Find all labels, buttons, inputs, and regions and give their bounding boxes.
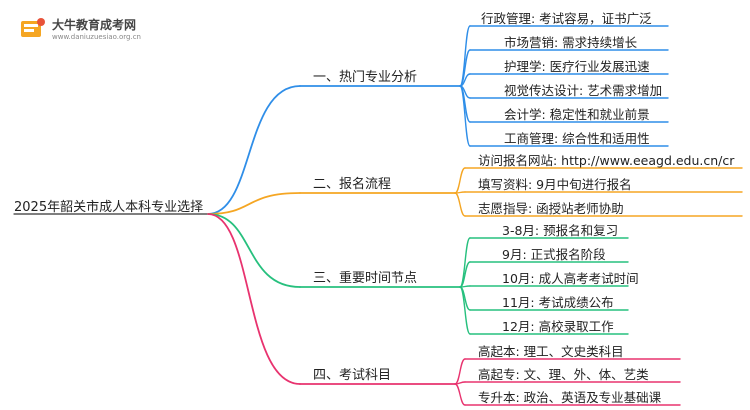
branch-timeline: 三、重要时间节点 <box>313 271 418 286</box>
connector-root-registration <box>207 192 301 215</box>
connector-timeline-leaf-4 <box>459 286 471 335</box>
leaf-college-to-bachelor: 专升本: 政治、英语及专业基础课 <box>478 390 662 405</box>
branch-hot-majors: 一、热门专业分析 <box>313 70 418 85</box>
book-logo-icon <box>21 18 45 37</box>
connector-hot-majors-leaf-5 <box>459 85 471 147</box>
connector-root-timeline <box>207 213 301 288</box>
leaf-oct: 10月: 成人高考考试时间 <box>502 271 639 286</box>
leaf-visit-website: 访问报名网站: http://www.eeagd.edu.cn/cr <box>478 153 735 168</box>
leaf-marketing: 市场营销: 需求持续增长 <box>504 35 638 50</box>
leaf-nursing: 护理学: 医疗行业发展迅速 <box>504 59 650 74</box>
connector-root-hot-majors <box>207 85 301 215</box>
logo-url: www.daniuzuesiao.org.cn <box>52 33 141 41</box>
leaf-admin-management: 行政管理: 考试容易，证书广泛 <box>481 11 652 26</box>
leaf-mar-aug: 3-8月: 预报名和复习 <box>502 223 619 238</box>
leaf-sep: 9月: 正式报名阶段 <box>502 247 606 262</box>
branch-registration: 二、报名流程 <box>313 177 392 192</box>
leaf-dec: 12月: 高校录取工作 <box>502 319 614 334</box>
leaf-fill-info: 填写资料: 9月中旬进行报名 <box>478 177 632 192</box>
leaf-accounting: 会计学: 稳定性和就业前景 <box>504 107 650 122</box>
leaf-business-admin: 工商管理: 综合性和适用性 <box>504 131 650 146</box>
connector-hot-majors-leaf-0 <box>459 25 471 87</box>
leaf-hs-to-bachelor: 高起本: 理工、文史类科目 <box>478 344 624 359</box>
logo-name: 大牛教育成考网 <box>52 18 137 32</box>
connector-exam-subjects-leaf-2 <box>454 383 466 406</box>
connector-registration-leaf-2 <box>454 192 466 217</box>
leaf-visual-design: 视觉传达设计: 艺术需求增加 <box>504 83 663 98</box>
leaf-application-guide: 志愿指导: 函授站老师协助 <box>478 201 624 216</box>
site-logo: 大牛教育成考网 www.daniuzuesiao.org.cn <box>18 14 178 48</box>
leaf-nov: 11月: 考试成绩公布 <box>502 295 614 310</box>
connector-exam-subjects-leaf-0 <box>454 358 466 385</box>
connector-registration-leaf-0 <box>454 167 466 194</box>
branch-exam-subjects: 四、考试科目 <box>313 368 392 383</box>
root-topic: 2025年韶关市成人本科专业选择 <box>14 200 204 215</box>
leaf-hs-to-college: 高起专: 文、理、外、体、艺类 <box>478 367 649 382</box>
connector-root-exam-subjects <box>207 213 301 385</box>
